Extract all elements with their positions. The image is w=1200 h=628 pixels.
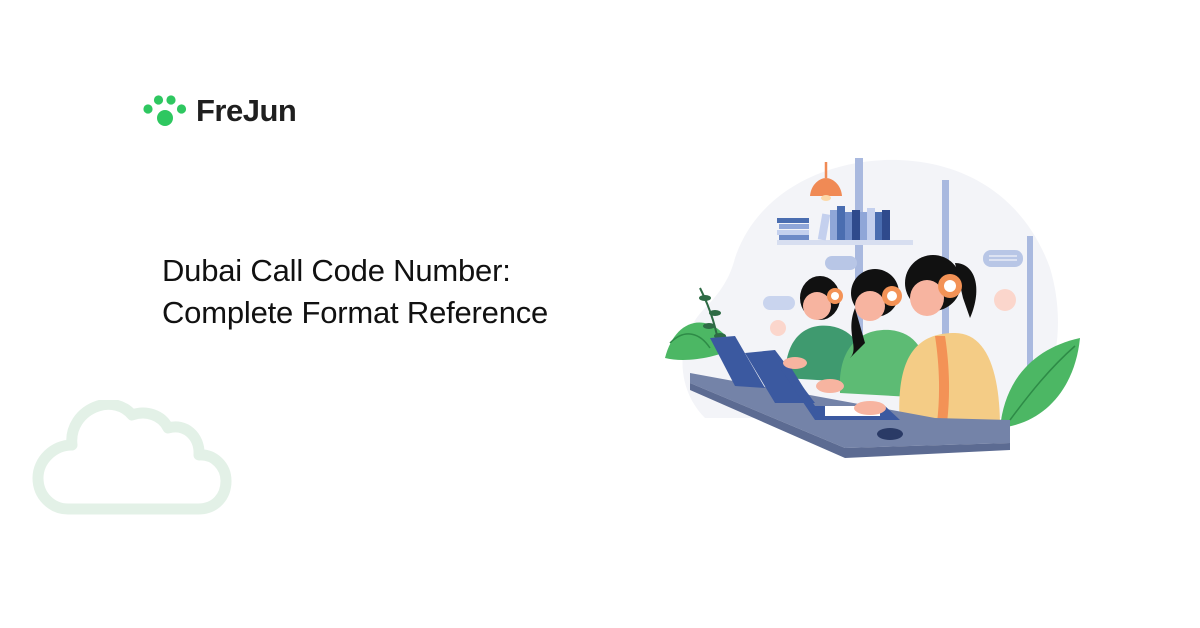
title-line-1: Dubai Call Code Number: <box>162 253 511 288</box>
title-line-2: Complete Format Reference <box>162 295 549 330</box>
brand-logo[interactable]: FreJun <box>142 93 297 128</box>
brand-name: FreJun <box>196 93 297 128</box>
call-center-agents-illustration <box>665 158 1080 458</box>
page-title: Dubai Call Code Number: Complete Format … <box>162 250 548 334</box>
cloud-outline-icon <box>32 400 232 515</box>
paw-dots-icon <box>143 95 187 126</box>
